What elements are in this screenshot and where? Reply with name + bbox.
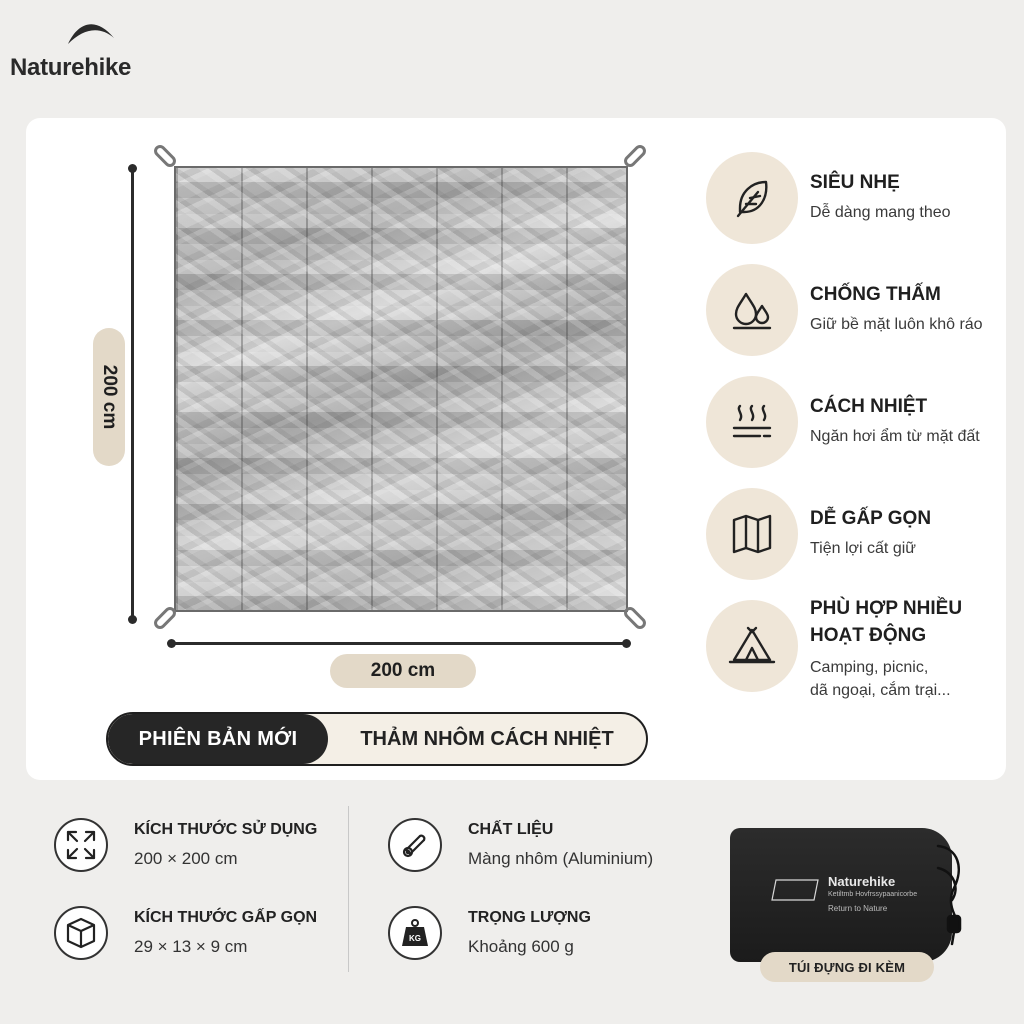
width-dimension-line (167, 639, 631, 648)
corner-loop (621, 142, 649, 170)
mat-outline-icon (771, 879, 819, 901)
feature-title: SIÊU NHẸ (810, 172, 900, 193)
spec-value: 29 × 13 × 9 cm (134, 937, 248, 956)
feather-icon (706, 152, 798, 244)
feature-title: CHỐNG THẤM (810, 284, 941, 305)
bag-brand: Naturehike (828, 874, 896, 889)
spec-item: KÍCH THƯỚC SỬ DỤNG 200 × 200 cm (54, 818, 317, 872)
bag-tagline: Return to Nature (828, 904, 888, 913)
bag-subtitle: Ketiltmb Hovfrssypaanicorbe (828, 891, 918, 898)
spec-item: KÍCH THƯỚC GẤP GỌN 29 × 13 × 9 cm (54, 906, 317, 960)
spec-label: KÍCH THƯỚC GẤP GỌN (134, 909, 318, 926)
spec-item: KG TRỌNG LƯỢNG Khoảng 600 g (388, 906, 591, 960)
box-icon (54, 906, 108, 960)
folded-map-icon (706, 488, 798, 580)
aluminium-mat-image (174, 166, 628, 612)
spec-divider (348, 806, 349, 972)
spec-label: KÍCH THƯỚC SỬ DỤNG (134, 821, 318, 838)
feature-desc: Dễ dàng mang theo (810, 203, 951, 221)
feature-title: HOẠT ĐỘNG (810, 624, 927, 646)
brand-name: Naturehike (10, 54, 132, 81)
corner-loop (151, 604, 179, 632)
heat-waves-icon (706, 376, 798, 468)
feature-item: CÁCH NHIỆT Ngăn hơi ẩm từ mặt đất (706, 376, 1006, 468)
feature-desc: Tiện lợi cất giữ (810, 539, 916, 557)
feature-desc: Giữ bề mặt luôn khô ráo (810, 315, 983, 333)
feature-desc: Ngăn hơi ẩm từ mặt đất (810, 427, 980, 445)
expand-arrows-icon (54, 818, 108, 872)
feature-title: CÁCH NHIỆT (810, 396, 928, 417)
feature-item: CHỐNG THẤM Giữ bề mặt luôn khô ráo (706, 264, 1006, 356)
drawstring-cord-icon (936, 844, 962, 946)
feature-title: PHÙ HỢP NHIỀU (810, 598, 963, 619)
weight-icon-label: KG (409, 934, 421, 943)
spec-value: Màng nhôm (Aluminium) (468, 849, 654, 868)
spec-label: CHẤT LIỆU (468, 821, 554, 838)
mountain-logo-icon (68, 24, 114, 44)
feature-title: DỄ GẤP GỌN (810, 508, 932, 529)
mat-illustration: 200 cm 200 cm PHIÊN BẢN MỚI THẢM NHÔM CÁ… (26, 118, 716, 780)
corner-loop (621, 604, 649, 632)
rolled-mat-icon (388, 818, 442, 872)
feature-desc: dã ngoại, cắm trại... (810, 681, 951, 699)
brand-logo: Naturehike (8, 12, 158, 82)
water-drops-icon (706, 264, 798, 356)
version-banner: PHIÊN BẢN MỚI THẢM NHÔM CÁCH NHIỆT (106, 712, 648, 766)
spec-item: CHẤT LIỆU Màng nhôm (Aluminium) (388, 818, 653, 872)
tent-icon (706, 600, 798, 692)
weight-icon: KG (388, 906, 442, 960)
spec-value: Khoảng 600 g (468, 937, 574, 956)
height-dimension-label: 200 cm (93, 328, 125, 466)
spec-value: 200 × 200 cm (134, 849, 238, 868)
main-card: 200 cm 200 cm PHIÊN BẢN MỚI THẢM NHÔM CÁ… (26, 118, 1006, 780)
product-name: THẢM NHÔM CÁCH NHIỆT (360, 727, 614, 750)
spec-label: TRỌNG LƯỢNG (468, 909, 591, 926)
feature-desc: Camping, picnic, (810, 658, 929, 676)
width-dimension-label: 200 cm (330, 654, 476, 688)
bag-caption: TÚI ĐỰNG ĐI KÈM (760, 952, 934, 982)
height-dimension-line (128, 164, 137, 624)
feature-item: PHÙ HỢP NHIỀU HOẠT ĐỘNG Camping, picnic,… (706, 598, 1006, 702)
storage-bag-image: Naturehike Ketiltmb Hovfrssypaanicorbe R… (730, 828, 962, 962)
new-version-badge: PHIÊN BẢN MỚI (108, 714, 328, 764)
feature-item: SIÊU NHẸ Dễ dàng mang theo (706, 152, 1006, 244)
feature-item: DỄ GẤP GỌN Tiện lợi cất giữ (706, 488, 1006, 580)
